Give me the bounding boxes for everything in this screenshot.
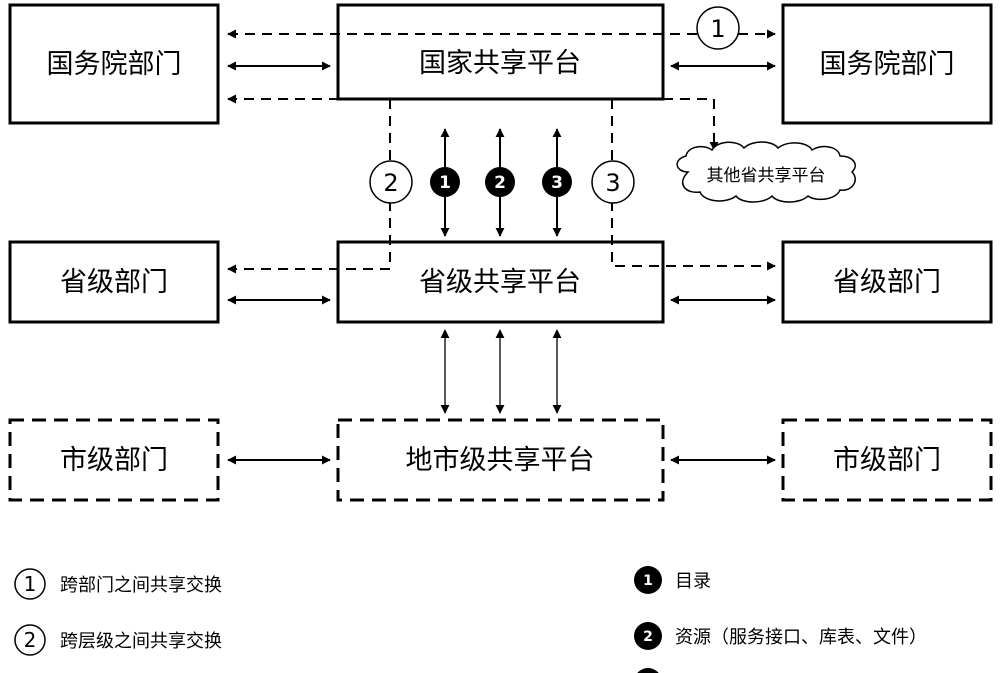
- box-label: 市级部门: [833, 445, 941, 476]
- box-city-dept-left: 市级部门: [8, 418, 220, 502]
- svg-text:2: 2: [643, 629, 653, 645]
- legend-item-resource: 2 资源（服务接口、库表、文件）: [634, 622, 927, 650]
- box-label: 地市级共享平台: [406, 445, 595, 476]
- legend-item-catalog: 1 目录: [634, 566, 711, 594]
- svg-text:1: 1: [710, 15, 725, 43]
- legend-text: 资源（服务接口、库表、文件）: [675, 627, 927, 648]
- svg-text:2: 2: [494, 173, 506, 193]
- box-prov-platform: 省级共享平台: [336, 240, 665, 324]
- box-label: 国务院部门: [47, 49, 182, 80]
- legend-text: 目录: [675, 571, 711, 592]
- legend-text: 跨部门之间共享交换: [60, 575, 222, 596]
- cloud-other-province: 其他省共享平台: [676, 141, 856, 203]
- svg-text:2: 2: [383, 169, 398, 197]
- marker-filled-3: 3: [542, 167, 572, 197]
- legend-text: 跨层级之间共享交换: [60, 631, 222, 652]
- legend-item-cross-level: 2 跨层级之间共享交换: [14, 624, 222, 656]
- box-prov-dept-left: 省级部门: [8, 240, 220, 324]
- svg-text:1: 1: [643, 573, 653, 589]
- box-label: 市级部门: [60, 445, 168, 476]
- legend-item-cross-dept: 1 跨部门之间共享交换: [14, 568, 222, 600]
- box-prov-dept-right: 省级部门: [781, 240, 993, 324]
- marker-open-2: 2: [369, 160, 413, 204]
- marker-filled-2: 2: [485, 167, 515, 197]
- box-national-platform: 国家共享平台: [336, 3, 665, 101]
- box-state-dept-left: 国务院部门: [8, 3, 220, 125]
- box-label: 国家共享平台: [419, 48, 581, 79]
- legend-item-third: 3: [637, 668, 659, 673]
- dashed-national-to-prov-right: [611, 99, 776, 271]
- box-city-platform: 地市级共享平台: [336, 418, 665, 502]
- svg-text:1: 1: [24, 572, 37, 596]
- dashed-cross-level-exchange: [227, 99, 391, 274]
- marker-filled-1: 1: [430, 167, 460, 197]
- marker-open-1: 1: [696, 6, 740, 50]
- box-label: 省级共享平台: [419, 267, 581, 298]
- dashed-to-other-province: [612, 98, 719, 151]
- box-city-dept-right: 市级部门: [781, 418, 993, 502]
- box-state-dept-right: 国务院部门: [781, 3, 993, 125]
- box-label: 省级部门: [833, 267, 941, 298]
- svg-text:1: 1: [439, 173, 451, 193]
- box-label: 国务院部门: [820, 49, 955, 80]
- box-label: 省级部门: [60, 267, 168, 298]
- cloud-label: 其他省共享平台: [707, 166, 826, 186]
- svg-text:2: 2: [24, 628, 37, 652]
- svg-text:3: 3: [551, 173, 563, 193]
- svg-text:3: 3: [605, 169, 620, 197]
- marker-open-3: 3: [591, 160, 635, 204]
